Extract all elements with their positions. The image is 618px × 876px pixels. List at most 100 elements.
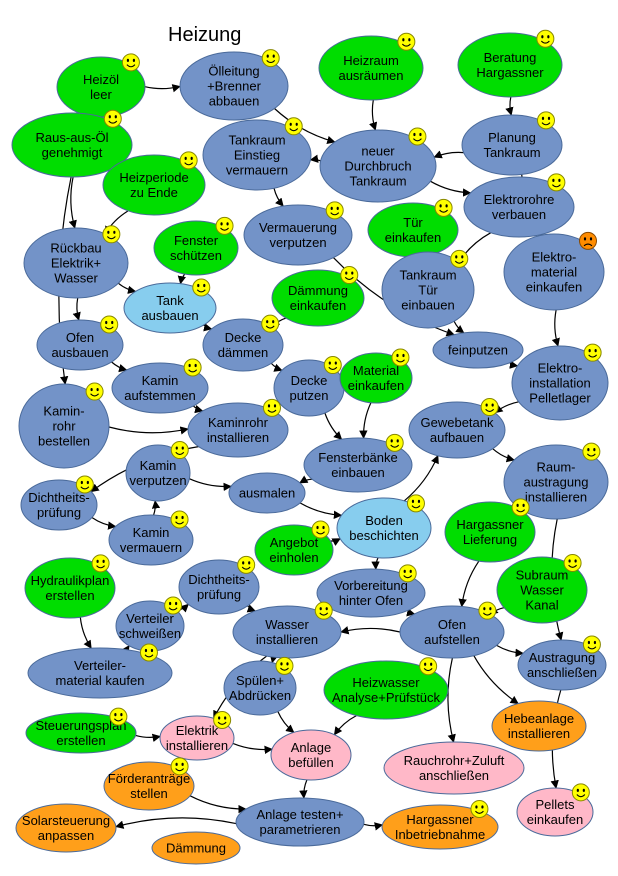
node-shape-heizwasser[interactable] [323,660,449,720]
node-shape-foerderantraege[interactable] [103,761,195,811]
node-shape-rauchrohr[interactable] [383,741,525,795]
node-shape-raumaustragung[interactable] [503,444,609,520]
node-shape-vorbereitung[interactable] [316,568,426,618]
node-shape-hargassnerlieferung[interactable] [444,501,536,563]
node-shape-kaminrohrbestellen[interactable] [18,383,110,469]
node-ausmalen[interactable]: ausmalen [228,472,306,514]
node-shape-planung[interactable] [461,114,563,176]
node-shape-solarsteuerung[interactable] [15,803,117,853]
node-shape-heizperiode[interactable] [102,154,206,216]
node-shape-hargassnerinbetrieb[interactable] [381,804,499,850]
node-shape-dichtheits1[interactable] [20,479,98,531]
node-shape-kaminaufstemmen[interactable] [111,362,209,414]
node-shape-verteilermaterial[interactable] [27,647,173,699]
node-shape-elektrorohre[interactable] [463,176,575,238]
node-shape-subraum[interactable] [496,556,588,624]
node-shape-materialeinkaufen[interactable] [339,352,413,404]
node-shape-kaminvermauern[interactable] [108,514,194,566]
node-dichtheits2[interactable]: Dichtheits-prüfung [178,559,260,615]
node-shape-hydraulikplan[interactable] [24,557,116,619]
node-shape-elektromaterial[interactable] [503,233,605,311]
node-daemmung[interactable]: Dämmung [151,831,241,865]
node-spuelen[interactable]: Spülen+Abdrücken [223,660,297,716]
node-shape-durchbruch[interactable] [319,129,437,203]
node-shape-tank[interactable] [123,282,217,334]
node-shape-fensterbaenke[interactable] [303,437,413,493]
node-shape-rueckbau[interactable] [23,227,129,299]
node-shape-elektrikinst[interactable] [159,715,235,761]
node-shape-deckedaemmen[interactable] [202,318,284,372]
node-shape-daemmung[interactable] [151,831,241,865]
node-shape-tankraumtuer[interactable] [381,251,475,329]
node-verteilermaterial[interactable]: Verteiler-material kaufen [27,647,173,699]
node-shape-anlagetesten[interactable] [235,797,365,847]
node-shape-ofenausbauen[interactable] [36,319,124,371]
node-shape-austragunganschl[interactable] [517,639,607,691]
node-shape-rausaus[interactable] [11,112,133,178]
node-anlagetesten[interactable]: Anlage testen+parametrieren [235,797,365,847]
node-shape-fenster[interactable] [153,220,239,276]
node-feinputzen[interactable]: feinputzen [432,331,524,369]
node-shape-heizraum[interactable] [318,35,424,101]
node-shape-anlagebefuellen[interactable] [270,729,352,781]
node-shape-spuelen[interactable] [223,660,297,716]
node-dichtheits1[interactable]: Dichtheits-prüfung [20,479,98,531]
node-shape-angebot[interactable] [254,524,334,576]
node-shape-kaminrohrinst[interactable] [187,402,289,458]
node-shape-oelleitung[interactable] [179,51,289,121]
node-shape-elektroinst[interactable] [511,345,609,421]
node-shape-tankraumeinstieg[interactable] [202,119,312,191]
node-shape-vermauerung[interactable] [243,204,353,266]
node-shape-ofenaufstellen[interactable] [399,605,505,659]
node-shape-hebeanlage[interactable] [491,700,587,752]
node-shape-boden[interactable] [336,497,432,559]
node-shape-pellets[interactable] [516,787,594,837]
node-shape-feinputzen[interactable] [432,331,524,369]
node-shape-dichtheits2[interactable] [178,559,260,615]
node-shape-daemmungeinkaufen[interactable] [271,269,365,327]
